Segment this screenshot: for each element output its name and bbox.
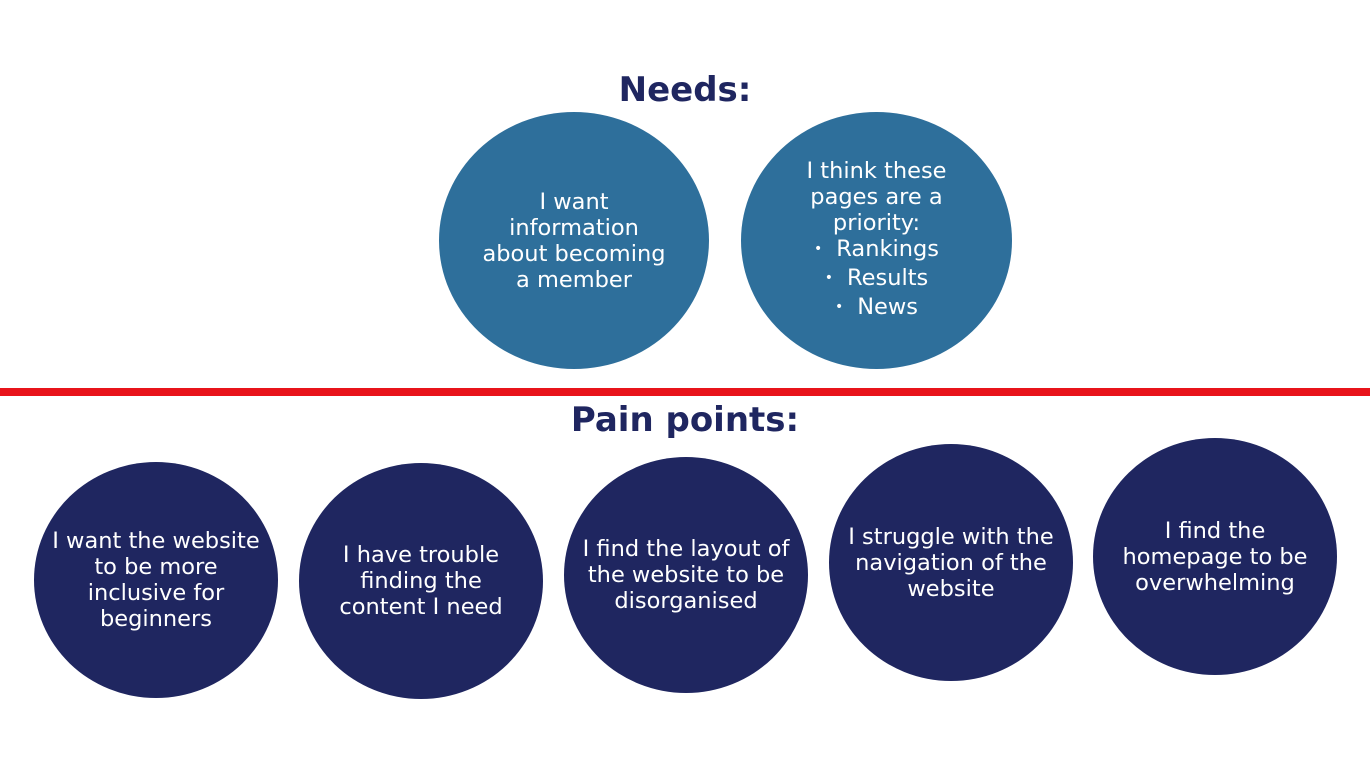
pain-points-heading: Pain points:: [570, 400, 800, 440]
pain-bubble-overwhelming-homepage: I find the homepage to be overwhelming: [1093, 438, 1337, 675]
pain-text: I find the layout of the website to be d…: [582, 536, 790, 614]
pain-bubble-finding-content: I have trouble finding the content I nee…: [299, 463, 543, 699]
pain-bubble-navigation: I struggle with the navigation of the we…: [829, 444, 1073, 681]
section-divider: [0, 388, 1370, 396]
pain-text: I struggle with the navigation of the we…: [848, 523, 1054, 602]
need-text: I think these pages are a priority:: [806, 158, 947, 236]
pain-bubble-disorganised-layout: I find the layout of the website to be d…: [564, 457, 808, 693]
priority-page-item: Results: [781, 265, 972, 294]
needs-heading: Needs:: [618, 70, 752, 110]
priority-page-item: News: [781, 294, 972, 323]
need-bubble-priority-pages: I think these pages are a priority: Rank…: [741, 112, 1012, 369]
pain-text: I want the website to be more inclusive …: [52, 528, 260, 632]
need-bubble-membership-info: I want information about becoming a memb…: [439, 112, 709, 369]
pain-text: I have trouble finding the content I nee…: [339, 542, 503, 620]
need-text: I want information about becoming a memb…: [482, 188, 666, 293]
pain-text: I find the homepage to be overwhelming: [1122, 517, 1308, 596]
priority-page-item: Rankings: [781, 236, 972, 265]
priority-pages-list: Rankings Results News: [781, 236, 972, 323]
pain-bubble-inclusive-beginners: I want the website to be more inclusive …: [34, 462, 278, 698]
